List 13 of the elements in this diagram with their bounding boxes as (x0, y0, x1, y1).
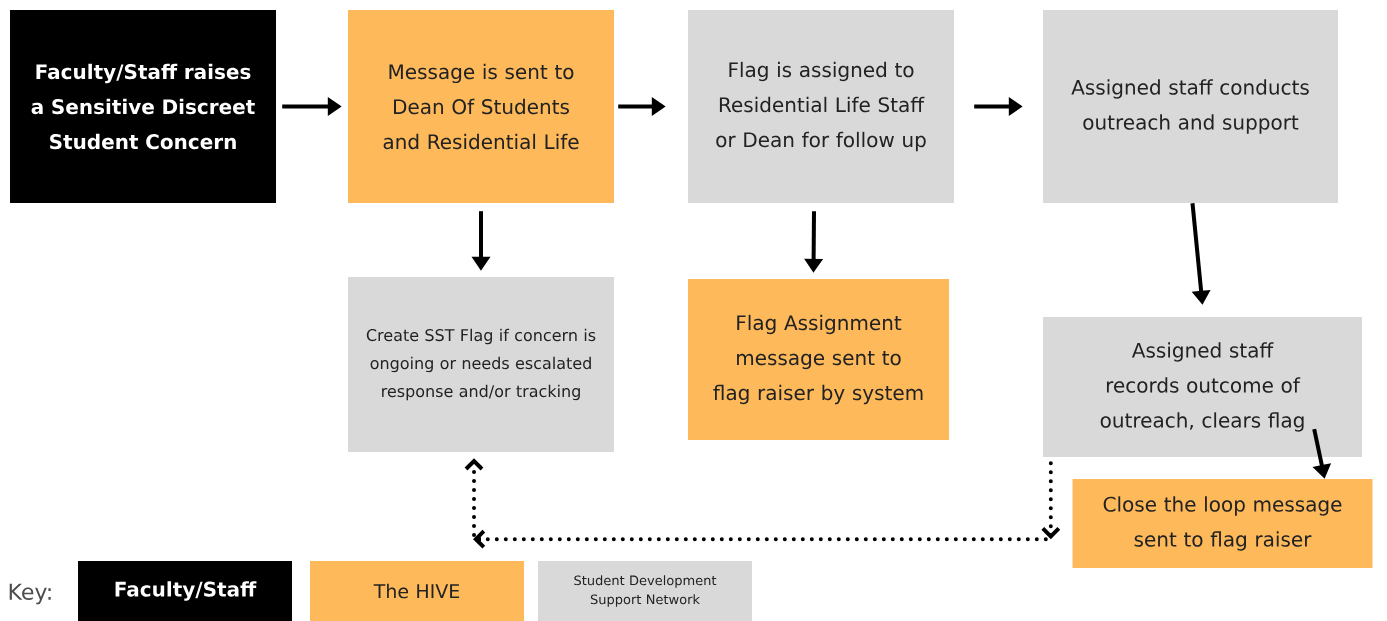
process-box: Assigned staff records outcome of outreach, clears flag (1043, 317, 1362, 457)
legend-text: Faculty/Staff (115, 581, 257, 601)
legend-text: The HIVE (373, 583, 460, 599)
process-box: Flag Assignment message sent to flag raiser by system (688, 279, 949, 440)
process-box: Create SST Flag if concern is ongoing or needs escalated response and/or tracking (348, 277, 614, 452)
process-box: Flag is assigned to Residential Life Staff or Dean for follow up (688, 10, 954, 203)
key-label: Key: (9, 583, 51, 605)
process-box: Faculty/Staff raises a Sensitive Discreet Student Concern (10, 10, 276, 203)
arrow (464, 458, 1061, 549)
process-box: Close the loop message sent to flag raiser (1072, 479, 1373, 568)
process-box: Assigned staff conducts outreach and support (1043, 10, 1338, 203)
process-box: Message is sent to Dean Of Students and Residential Life (348, 10, 614, 203)
legend-text: Student Development Support Network (574, 575, 717, 607)
